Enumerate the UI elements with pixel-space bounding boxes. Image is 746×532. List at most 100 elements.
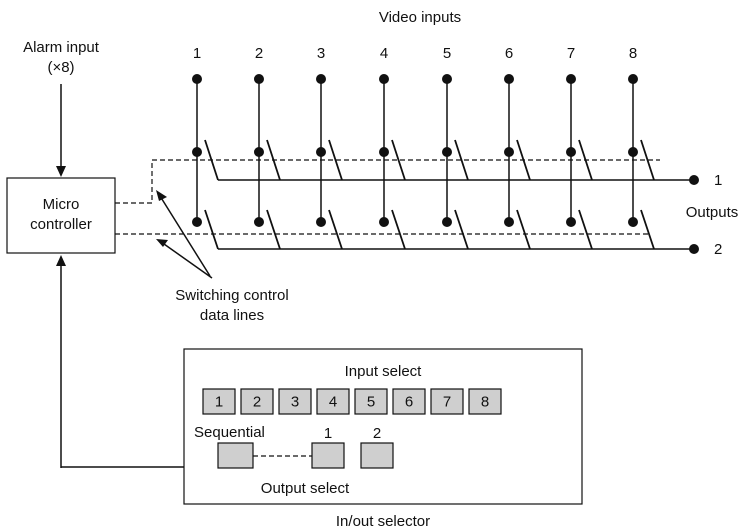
- input-select-button-5[interactable]: 5: [354, 388, 388, 415]
- switch-out1-8: [640, 139, 655, 181]
- alarm-input-arrowhead: [56, 166, 66, 177]
- sequential-label: Sequential: [194, 424, 265, 441]
- output-1-terminal: [689, 175, 699, 185]
- input-select-key-7[interactable]: [430, 388, 464, 415]
- pointer-arrow-line-1: [159, 195, 211, 277]
- video-input-node-out2-8: [628, 217, 638, 227]
- output-2-terminal: [689, 244, 699, 254]
- pointer-arrowhead-2: [156, 239, 168, 247]
- input-select-key-label-3: 3: [291, 394, 299, 411]
- input-select-label: Input select: [345, 363, 423, 380]
- video-inputs-title: Video inputs: [379, 9, 461, 26]
- switch-out1-5: [454, 139, 469, 181]
- video-input-node-out1-2: [254, 147, 264, 157]
- video-input-node-out2-3: [316, 217, 326, 227]
- switch-out2-2: [266, 209, 281, 250]
- alarm-input-label: Alarm input: [23, 39, 100, 56]
- video-input-number-7: 7: [567, 45, 575, 62]
- video-input-number-2: 2: [255, 45, 263, 62]
- video-input-2: 2: [254, 45, 281, 250]
- video-input-terminal-2: [254, 74, 264, 84]
- video-input-node-out2-5: [442, 217, 452, 227]
- sequential-button[interactable]: [217, 442, 254, 469]
- video-input-node-out1-3: [316, 147, 326, 157]
- switch-out2-8: [640, 209, 655, 250]
- input-select-button-7[interactable]: 7: [430, 388, 464, 415]
- pointer-arrow-line-2: [163, 243, 213, 279]
- microcontroller-box: [6, 177, 116, 254]
- microcontroller-label-2: controller: [30, 216, 92, 233]
- input-select-key-3[interactable]: [278, 388, 312, 415]
- switch-out2-5: [454, 209, 469, 250]
- video-input-number-1: 1: [193, 45, 201, 62]
- video-input-terminal-7: [566, 74, 576, 84]
- video-input-number-5: 5: [443, 45, 451, 62]
- video-input-terminal-3: [316, 74, 326, 84]
- input-select-key-5[interactable]: [354, 388, 388, 415]
- video-input-node-out1-7: [566, 147, 576, 157]
- input-select-key-label-6: 6: [405, 394, 413, 411]
- input-select-button-4[interactable]: 4: [316, 388, 350, 415]
- outputs-label: Outputs: [686, 204, 739, 221]
- switch-out2-1: [204, 209, 219, 250]
- input-select-key-label-7: 7: [443, 394, 451, 411]
- switching-control-label-2: data lines: [200, 307, 264, 324]
- video-input-node-out1-8: [628, 147, 638, 157]
- input-select-key-1[interactable]: [202, 388, 236, 415]
- video-input-number-4: 4: [380, 45, 388, 62]
- video-input-node-out2-1: [192, 217, 202, 227]
- input-select-key-2[interactable]: [240, 388, 274, 415]
- video-input-terminal-8: [628, 74, 638, 84]
- switch-out2-6: [516, 209, 531, 250]
- video-input-5: 5: [442, 45, 469, 250]
- switch-out1-1: [204, 139, 219, 181]
- video-input-4: 4: [379, 45, 406, 250]
- input-select-key-8[interactable]: [468, 388, 502, 415]
- switch-out2-4: [391, 209, 406, 250]
- video-input-terminal-4: [379, 74, 389, 84]
- video-input-node-out2-7: [566, 217, 576, 227]
- video-input-number-8: 8: [629, 45, 637, 62]
- input-select-button-6[interactable]: 6: [392, 388, 426, 415]
- video-input-node-out1-1: [192, 147, 202, 157]
- pointer-arrowhead-1: [156, 190, 167, 201]
- input-select-button-8[interactable]: 8: [468, 388, 502, 415]
- input-select-key-label-1: 1: [215, 394, 223, 411]
- switch-out1-7: [578, 139, 593, 181]
- output-select-number-2: 2: [373, 425, 381, 442]
- output-number-1: 1: [714, 172, 722, 189]
- switch-out1-3: [328, 139, 343, 181]
- switching-control-line-1: [115, 159, 660, 204]
- switching-control-label: Switching control: [175, 287, 288, 304]
- output-select-button-2[interactable]: [360, 442, 394, 469]
- switch-out1-2: [266, 139, 281, 181]
- input-select-key-label-2: 2: [253, 394, 261, 411]
- input-select-key-label-5: 5: [367, 394, 375, 411]
- video-input-7: 7: [566, 45, 593, 250]
- output-number-2: 2: [714, 241, 722, 258]
- video-input-node-out2-6: [504, 217, 514, 227]
- input-select-button-1[interactable]: 1: [202, 388, 236, 415]
- switch-out1-4: [391, 139, 406, 181]
- input-select-key-6[interactable]: [392, 388, 426, 415]
- video-input-node-out2-4: [379, 217, 389, 227]
- output-select-button-1[interactable]: [311, 442, 345, 469]
- input-select-button-3[interactable]: 3: [278, 388, 312, 415]
- video-input-6: 6: [504, 45, 531, 250]
- alarm-input-count: (×8): [47, 59, 74, 76]
- input-select-key-4[interactable]: [316, 388, 350, 415]
- output-select-number-1: 1: [324, 425, 332, 442]
- input-select-button-2[interactable]: 2: [240, 388, 274, 415]
- input-select-key-label-8: 8: [481, 394, 489, 411]
- video-input-terminal-6: [504, 74, 514, 84]
- video-input-node-out1-6: [504, 147, 514, 157]
- video-input-node-out2-2: [254, 217, 264, 227]
- switch-out2-3: [328, 209, 343, 250]
- video-input-number-6: 6: [505, 45, 513, 62]
- output-select-label: Output select: [261, 480, 350, 497]
- video-input-8: 8: [628, 45, 655, 250]
- switch-out2-7: [578, 209, 593, 250]
